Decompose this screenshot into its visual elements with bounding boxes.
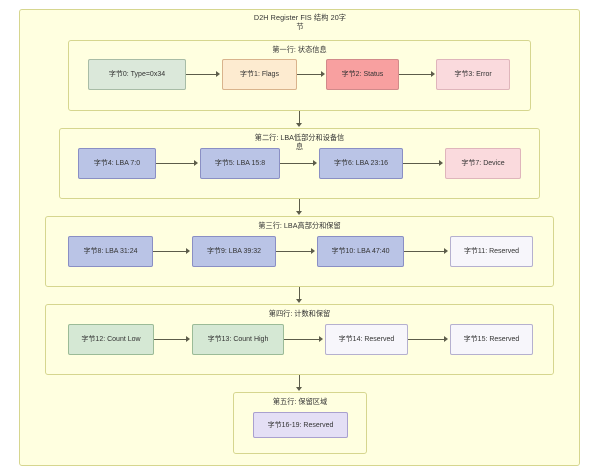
arrow-byte9-to-byte10-head [311,248,315,254]
node-byte14-reserved[interactable]: 字节14: Reserved [325,324,408,355]
node-byte4-lba-7-0[interactable]: 字节4: LBA 7:0 [78,148,156,179]
node-byte8-lba-31-24[interactable]: 字节8: LBA 31:24 [68,236,153,267]
node-byte0-type[interactable]: 字节0: Type=0x34 [88,59,186,90]
diagram-title-line2: 节 [296,22,304,31]
node-byte6-lba-23-16[interactable]: 字节6: LBA 23:16 [319,148,403,179]
row-2-title-line1: 第二行: LBA低部分和设备信 [254,133,345,142]
arrow-byte0-to-byte1-head [216,71,220,77]
row-4-title: 第四行: 计数和保留 [268,309,331,318]
node-byte5-lba-15-8[interactable]: 字节5: LBA 15:8 [200,148,280,179]
arrow-byte6-to-byte7 [403,163,439,164]
row-3-title: 第三行: LBA高部分和保留 [258,221,341,230]
arrow-byte12-to-byte13 [154,339,186,340]
node-byte11-reserved[interactable]: 字节11: Reserved [450,236,533,267]
node-byte13-count-high[interactable]: 字节13: Count High [192,324,284,355]
arrow-row4-to-row5-head [296,387,302,391]
arrow-byte8-to-byte9-head [186,248,190,254]
arrow-row4-to-row5 [299,375,300,388]
arrow-byte14-to-byte15 [408,339,444,340]
row-2-title-line2: 息 [295,142,304,151]
node-byte3-error[interactable]: 字节3: Error [436,59,510,90]
arrow-row2-to-row3-head [296,211,302,215]
arrow-byte12-to-byte13-head [186,336,190,342]
node-byte2-status[interactable]: 字节2: Status [326,59,399,90]
node-byte1-flags[interactable]: 字节1: Flags [222,59,297,90]
node-byte7-device[interactable]: 字节7: Device [445,148,521,179]
arrow-byte13-to-byte14 [284,339,319,340]
row-5-title: 第五行: 保留区域 [272,397,328,406]
node-byte16-19-reserved[interactable]: 字节16-19: Reserved [253,412,348,438]
node-byte10-lba-47-40[interactable]: 字节10: LBA 47:40 [317,236,404,267]
arrow-byte10-to-byte11 [404,251,444,252]
row-1-title: 第一行: 状态信息 [272,45,327,54]
arrow-byte14-to-byte15-head [444,336,448,342]
diagram-title-line1: D2H Register FIS 结构 20字 [253,13,347,22]
arrow-row1-to-row2-head [296,123,302,127]
arrow-byte8-to-byte9 [153,251,186,252]
arrow-row2-to-row3 [299,199,300,212]
arrow-byte5-to-byte6 [280,163,313,164]
node-byte15-reserved[interactable]: 字节15: Reserved [450,324,533,355]
node-byte12-count-low[interactable]: 字节12: Count Low [68,324,154,355]
arrow-byte13-to-byte14-head [319,336,323,342]
arrow-byte10-to-byte11-head [444,248,448,254]
arrow-byte5-to-byte6-head [313,160,317,166]
arrow-byte9-to-byte10 [276,251,311,252]
arrow-row1-to-row2 [299,111,300,124]
arrow-byte2-to-byte3 [399,74,431,75]
arrow-row3-to-row4-head [296,299,302,303]
arrow-byte1-to-byte2 [297,74,321,75]
arrow-byte4-to-byte5 [156,163,194,164]
arrow-byte2-to-byte3-head [431,71,435,77]
arrow-byte6-to-byte7-head [439,160,443,166]
arrow-byte1-to-byte2-head [321,71,325,77]
arrow-byte4-to-byte5-head [194,160,198,166]
node-byte9-lba-39-32[interactable]: 字节9: LBA 39:32 [192,236,276,267]
arrow-byte0-to-byte1 [186,74,217,75]
arrow-row3-to-row4 [299,287,300,300]
